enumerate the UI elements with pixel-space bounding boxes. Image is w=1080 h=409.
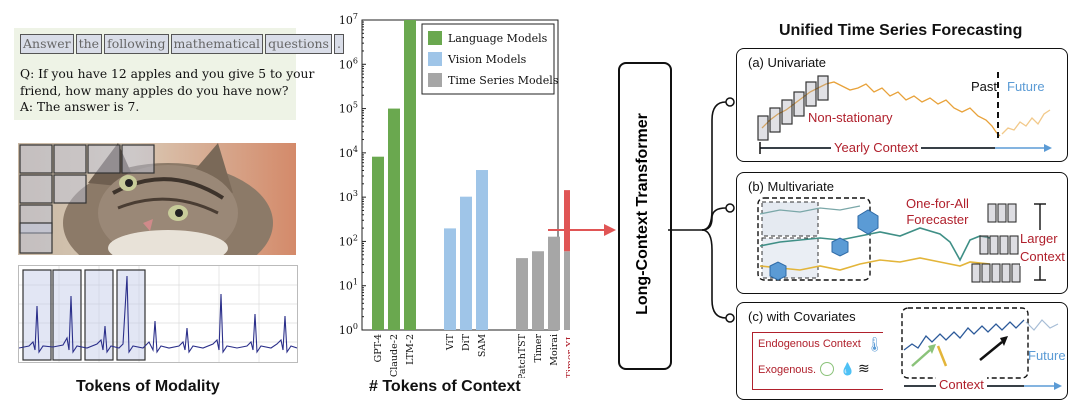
ecg-time-series [18, 265, 298, 363]
legend-label: Vision Models [447, 53, 527, 66]
multivariate-plot [757, 197, 1046, 283]
legend-swatch [428, 73, 442, 87]
thermometer-icon: 🌡 [866, 336, 884, 352]
x-tick-label: Moirai [549, 334, 560, 366]
y-tick-label: 105 [339, 101, 358, 116]
covariates-title: (c) with Covariates [748, 309, 856, 324]
y-tick-label: 101 [339, 278, 358, 293]
legend-label: Time Series Models [448, 74, 559, 87]
modality-title: Tokens of Modality [76, 378, 220, 395]
legend-label: Language Models [448, 32, 548, 45]
legend-swatch [428, 52, 442, 66]
prompt-token: . [333, 34, 344, 54]
legend-box [421, 23, 555, 95]
transformer-label: Long-Context Transformer [634, 113, 651, 315]
nonstationary-label: Non-stationary [808, 110, 893, 125]
arrow-to-transformer [548, 224, 616, 236]
y-tick-label: 100 [339, 322, 358, 337]
bar-sam [476, 170, 488, 330]
forecaster-line-1: One-for-All [906, 196, 969, 211]
x-tick-label: DiT [461, 333, 472, 351]
question-line-1: Q: If you have 12 apples and you give 5 … [20, 67, 315, 81]
legend-swatch [428, 31, 442, 45]
bar-ltm-2 [404, 20, 416, 330]
transformer-connectors [668, 97, 735, 323]
larger-context-label: Larger Context [1020, 230, 1065, 266]
yearly-context-label: Yearly Context [831, 140, 922, 155]
bar-timer-xl-extension [564, 190, 570, 252]
bar-moirai [548, 236, 560, 330]
bar-timer-xl [564, 251, 570, 330]
x-tick-label: PatchTST [517, 333, 528, 378]
covariates-future-label: Future [1028, 348, 1066, 363]
bar-claude-2 [388, 108, 400, 330]
multivariate-title: (b) Multivariate [748, 179, 834, 194]
future-label: Future [1007, 79, 1045, 94]
covariate-legend-bracket [752, 332, 883, 390]
y-tick-label: 106 [339, 56, 358, 71]
chart-xlabel: # Tokens of Context [369, 378, 521, 395]
x-tick-label: SAM [477, 334, 488, 357]
cat-image [18, 143, 296, 255]
drop-icon: 💧 [840, 362, 855, 376]
prompt-token: the [75, 34, 103, 54]
bar-vit [444, 228, 456, 330]
multivariate-panel [736, 172, 1068, 294]
x-tick-label: LTM-2 [405, 334, 416, 365]
wind-icon: ≋ [858, 360, 870, 376]
univariate-plot [757, 72, 1052, 154]
bar-timer [532, 251, 544, 330]
past-label: Past [971, 79, 998, 94]
y-tick-label: 102 [339, 233, 358, 248]
bar-gpt-4 [372, 156, 384, 330]
larger-line-2: Context [1020, 249, 1065, 264]
prompt-token: Answer [20, 34, 74, 54]
question-line-2: friend, how many apples do you have now? [20, 83, 289, 98]
univariate-title: (a) Univariate [748, 55, 827, 70]
bar-dit [460, 196, 472, 330]
endogenous-label: Endogenous Context [758, 338, 861, 350]
forecaster-line-2: Forecaster [906, 212, 969, 227]
x-tick-label: ViT [445, 333, 456, 351]
one-for-all-label: One-for-All Forecaster [906, 196, 969, 228]
larger-line-1: Larger [1020, 231, 1058, 246]
y-tick-label: 103 [339, 189, 358, 204]
context-label: Context [936, 377, 987, 392]
y-tick-label: 104 [339, 145, 358, 160]
transformer-block [618, 62, 672, 370]
x-tick-label: Timer [533, 334, 544, 363]
x-tick-label: Timer-XL [565, 333, 570, 378]
prompt-token: following [104, 34, 169, 54]
sun-icon [820, 362, 834, 376]
bar-patchtst [516, 258, 528, 330]
prompt-token: mathematical [170, 34, 264, 54]
exogenous-label: Exogenous. [758, 364, 817, 376]
x-tick-label: Claude-2 [389, 334, 400, 377]
prompt-token: questions [265, 34, 332, 54]
answer-line: A: The answer is 7. [20, 100, 140, 114]
forecasting-title: Unified Time Series Forecasting [779, 22, 1023, 39]
y-tick-label: 107 [339, 12, 358, 27]
x-tick-label: GPT-4 [373, 334, 384, 362]
question-text: Q: If you have 12 apples and you give 5 … [20, 66, 315, 116]
covariates-panel [736, 302, 1068, 400]
